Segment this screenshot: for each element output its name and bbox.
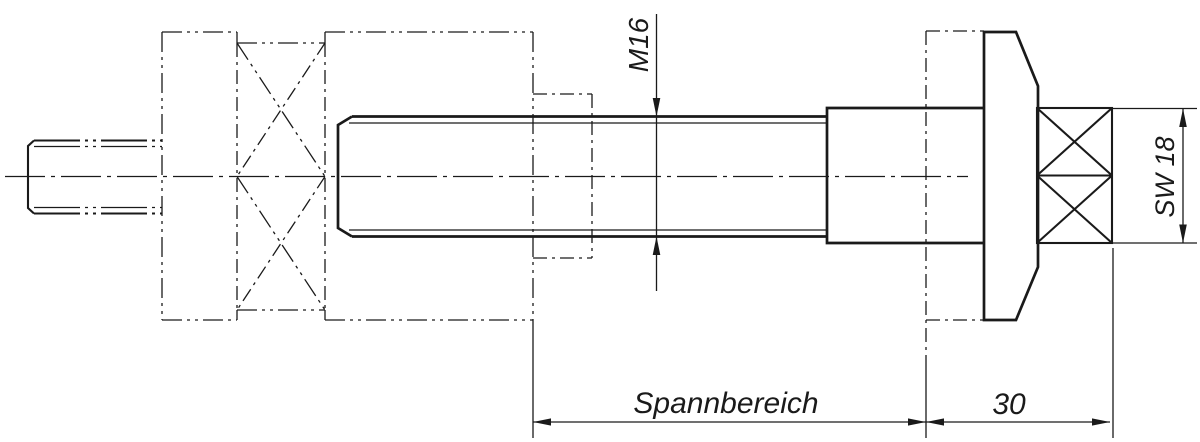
dimension-30: 30: [926, 248, 1114, 438]
bolt-shaft: [336, 115, 827, 238]
threaded-stub: [26, 139, 162, 215]
arrowhead-up-icon: [1179, 108, 1187, 127]
phantom-workpiece-right: [925, 30, 984, 438]
arrowhead-left-icon: [533, 418, 551, 426]
arrowhead-left-icon: [926, 418, 944, 426]
phantom-crossed-box-left: [236, 42, 326, 311]
dimension-spannbereich: Spannbereich: [532, 32, 926, 438]
dimension-m16: M16: [623, 14, 661, 291]
thread-size-label: M16: [623, 17, 654, 72]
crossed-washer-right: [1035, 106, 1114, 245]
arrowhead-right-icon: [1092, 418, 1110, 426]
collar: [825, 106, 984, 245]
wrench-size-label: SW 18: [1150, 136, 1180, 217]
phantom-step: [533, 93, 593, 259]
phantom-workpiece-left: [161, 31, 533, 321]
dimension-sw18: SW 18: [1112, 107, 1197, 244]
clamp-head: [982, 30, 1040, 322]
head-section-length-label: 30: [992, 388, 1026, 421]
arrowhead-down-icon: [652, 98, 661, 117]
clamping-range-label: Spannbereich: [633, 387, 818, 420]
arrowhead-down-icon: [1179, 224, 1187, 243]
arrowhead-right-icon: [908, 418, 926, 426]
arrowhead-up-icon: [652, 236, 661, 255]
